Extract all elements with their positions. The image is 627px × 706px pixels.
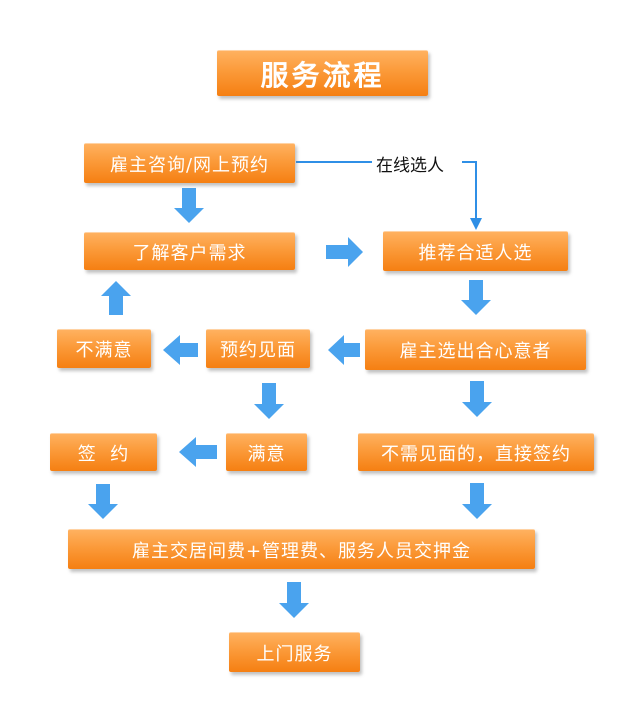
step-service: 上门服务 xyxy=(229,632,360,672)
online-connector-arrowhead xyxy=(470,218,482,230)
arrow-satisfied-to-sign xyxy=(179,437,217,467)
online-select-label: 在线选人 xyxy=(374,151,446,176)
title-box: 服务流程 xyxy=(217,50,428,96)
arrow-consult-to-understand xyxy=(174,188,204,223)
step-direct-sign-label: 不需见面的，直接签约 xyxy=(381,443,571,465)
step-recommend: 推荐合适人选 xyxy=(383,231,568,271)
step-select-label: 雇主选出合心意者 xyxy=(399,341,552,362)
arrow-meet-to-unsatisfied xyxy=(163,335,198,365)
step-satisfied: 满意 xyxy=(226,433,307,471)
step-consult-label: 雇主咨询/网上预约 xyxy=(109,154,270,176)
step-understand-label: 了解客户需求 xyxy=(132,242,247,264)
arrow-direct-sign-to-fees xyxy=(462,483,492,519)
step-sign-label: 签 约 xyxy=(77,443,130,465)
step-satisfied-label: 满意 xyxy=(247,443,286,465)
step-recommend-label: 推荐合适人选 xyxy=(418,242,533,264)
step-sign: 签 约 xyxy=(50,433,157,471)
arrow-fees-to-service xyxy=(279,582,309,618)
arrow-understand-to-recommend xyxy=(326,237,363,267)
step-understand: 了解客户需求 xyxy=(84,232,295,270)
step-meet-label: 预约见面 xyxy=(220,340,296,361)
step-fees-label: 雇主交居间费+管理费、服务人员交押金 xyxy=(131,540,472,562)
step-fees: 雇主交居间费+管理费、服务人员交押金 xyxy=(68,529,535,569)
arrow-recommend-to-select xyxy=(461,280,491,315)
step-select: 雇主选出合心意者 xyxy=(365,329,586,370)
arrow-select-to-direct-sign xyxy=(462,381,492,417)
arrow-unsatisfied-to-understand xyxy=(101,281,131,315)
page-title: 服务流程 xyxy=(260,58,385,92)
step-direct-sign: 不需见面的，直接签约 xyxy=(358,433,594,471)
step-unsatisfied-label: 不满意 xyxy=(75,340,133,361)
step-meet: 预约见面 xyxy=(206,329,310,368)
step-consult: 雇主咨询/网上预约 xyxy=(84,143,295,183)
step-service-label: 上门服务 xyxy=(256,643,333,665)
online-connector-line-2 xyxy=(462,161,477,222)
arrow-sign-to-fees xyxy=(88,484,118,519)
step-unsatisfied: 不满意 xyxy=(57,329,151,368)
arrow-select-to-meet xyxy=(328,335,360,365)
arrow-meet-to-satisfied xyxy=(254,383,284,419)
